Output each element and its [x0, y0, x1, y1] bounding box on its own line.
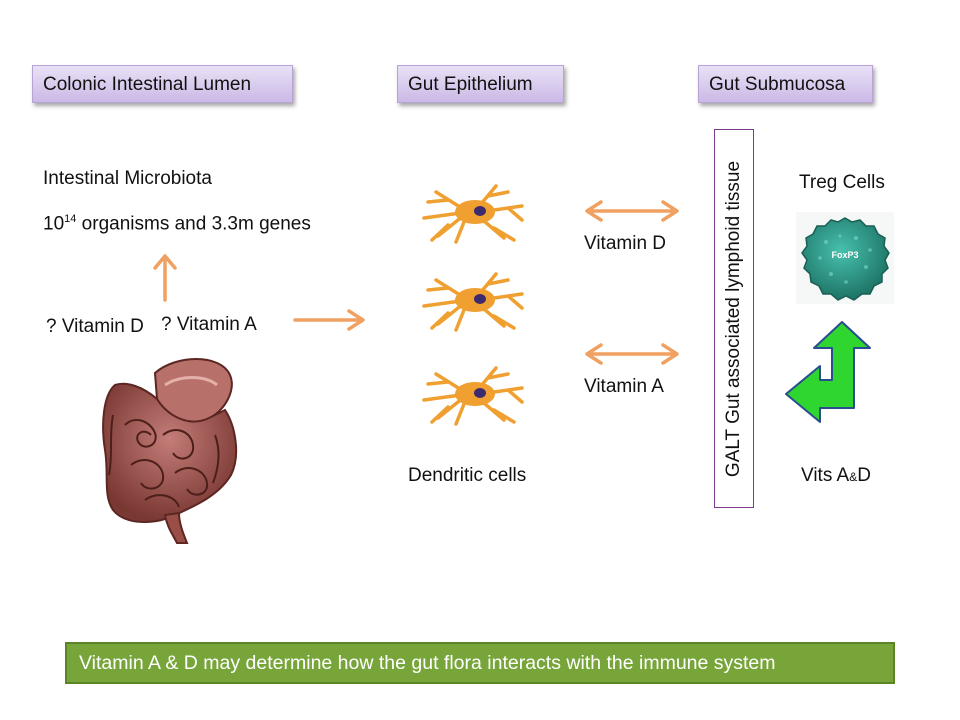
vitamin-a-question: ? Vitamin A: [161, 314, 257, 335]
header-epithelium: Gut Epithelium: [397, 65, 564, 103]
foxp3-label: FoxP3: [831, 250, 859, 260]
treg-cells-label: Treg Cells: [799, 172, 885, 193]
vitamin-d-label: Vitamin D: [584, 233, 667, 254]
treg-cell-icon: FoxP3: [796, 212, 894, 304]
organisms-base: 10: [43, 213, 65, 235]
double-arrow-icon: [585, 200, 679, 222]
dendritic-cell-icon: [422, 366, 524, 426]
organisms-rest: organisms and 3.3m genes: [76, 213, 311, 235]
double-arrow-icon: [585, 343, 679, 365]
dendritic-cells-label: Dendritic cells: [408, 465, 527, 486]
dendritic-cell-icon: [422, 184, 524, 244]
dendritic-cell-icon: [422, 272, 524, 332]
right-arrow-icon: [293, 309, 365, 331]
green-turn-arrow-icon: [785, 321, 871, 423]
galt-box: GALT Gut associated lymphoid tissue: [714, 129, 754, 508]
galt-label: GALT Gut associated lymphoid tissue: [723, 160, 744, 477]
up-arrow-icon: [153, 254, 177, 302]
vitamin-d-question: ? Vitamin D: [46, 316, 144, 337]
header-lumen: Colonic Intestinal Lumen: [32, 65, 293, 103]
organisms-label: 1014 organisms and 3.3m genes: [43, 213, 311, 235]
vits-a-d-label: Vits A&D: [801, 465, 871, 487]
vits-prefix: Vits A: [801, 465, 850, 486]
footer-banner: Vitamin A & D may determine how the gut …: [65, 642, 895, 684]
organisms-exponent: 14: [64, 213, 77, 225]
vitamin-a-label: Vitamin A: [584, 376, 664, 397]
intestine-illustration: [102, 358, 238, 544]
microbiota-label: Intestinal Microbiota: [43, 168, 212, 189]
vits-ampersand: &: [849, 470, 858, 484]
header-submucosa: Gut Submucosa: [698, 65, 873, 103]
vits-suffix: D: [857, 465, 871, 486]
